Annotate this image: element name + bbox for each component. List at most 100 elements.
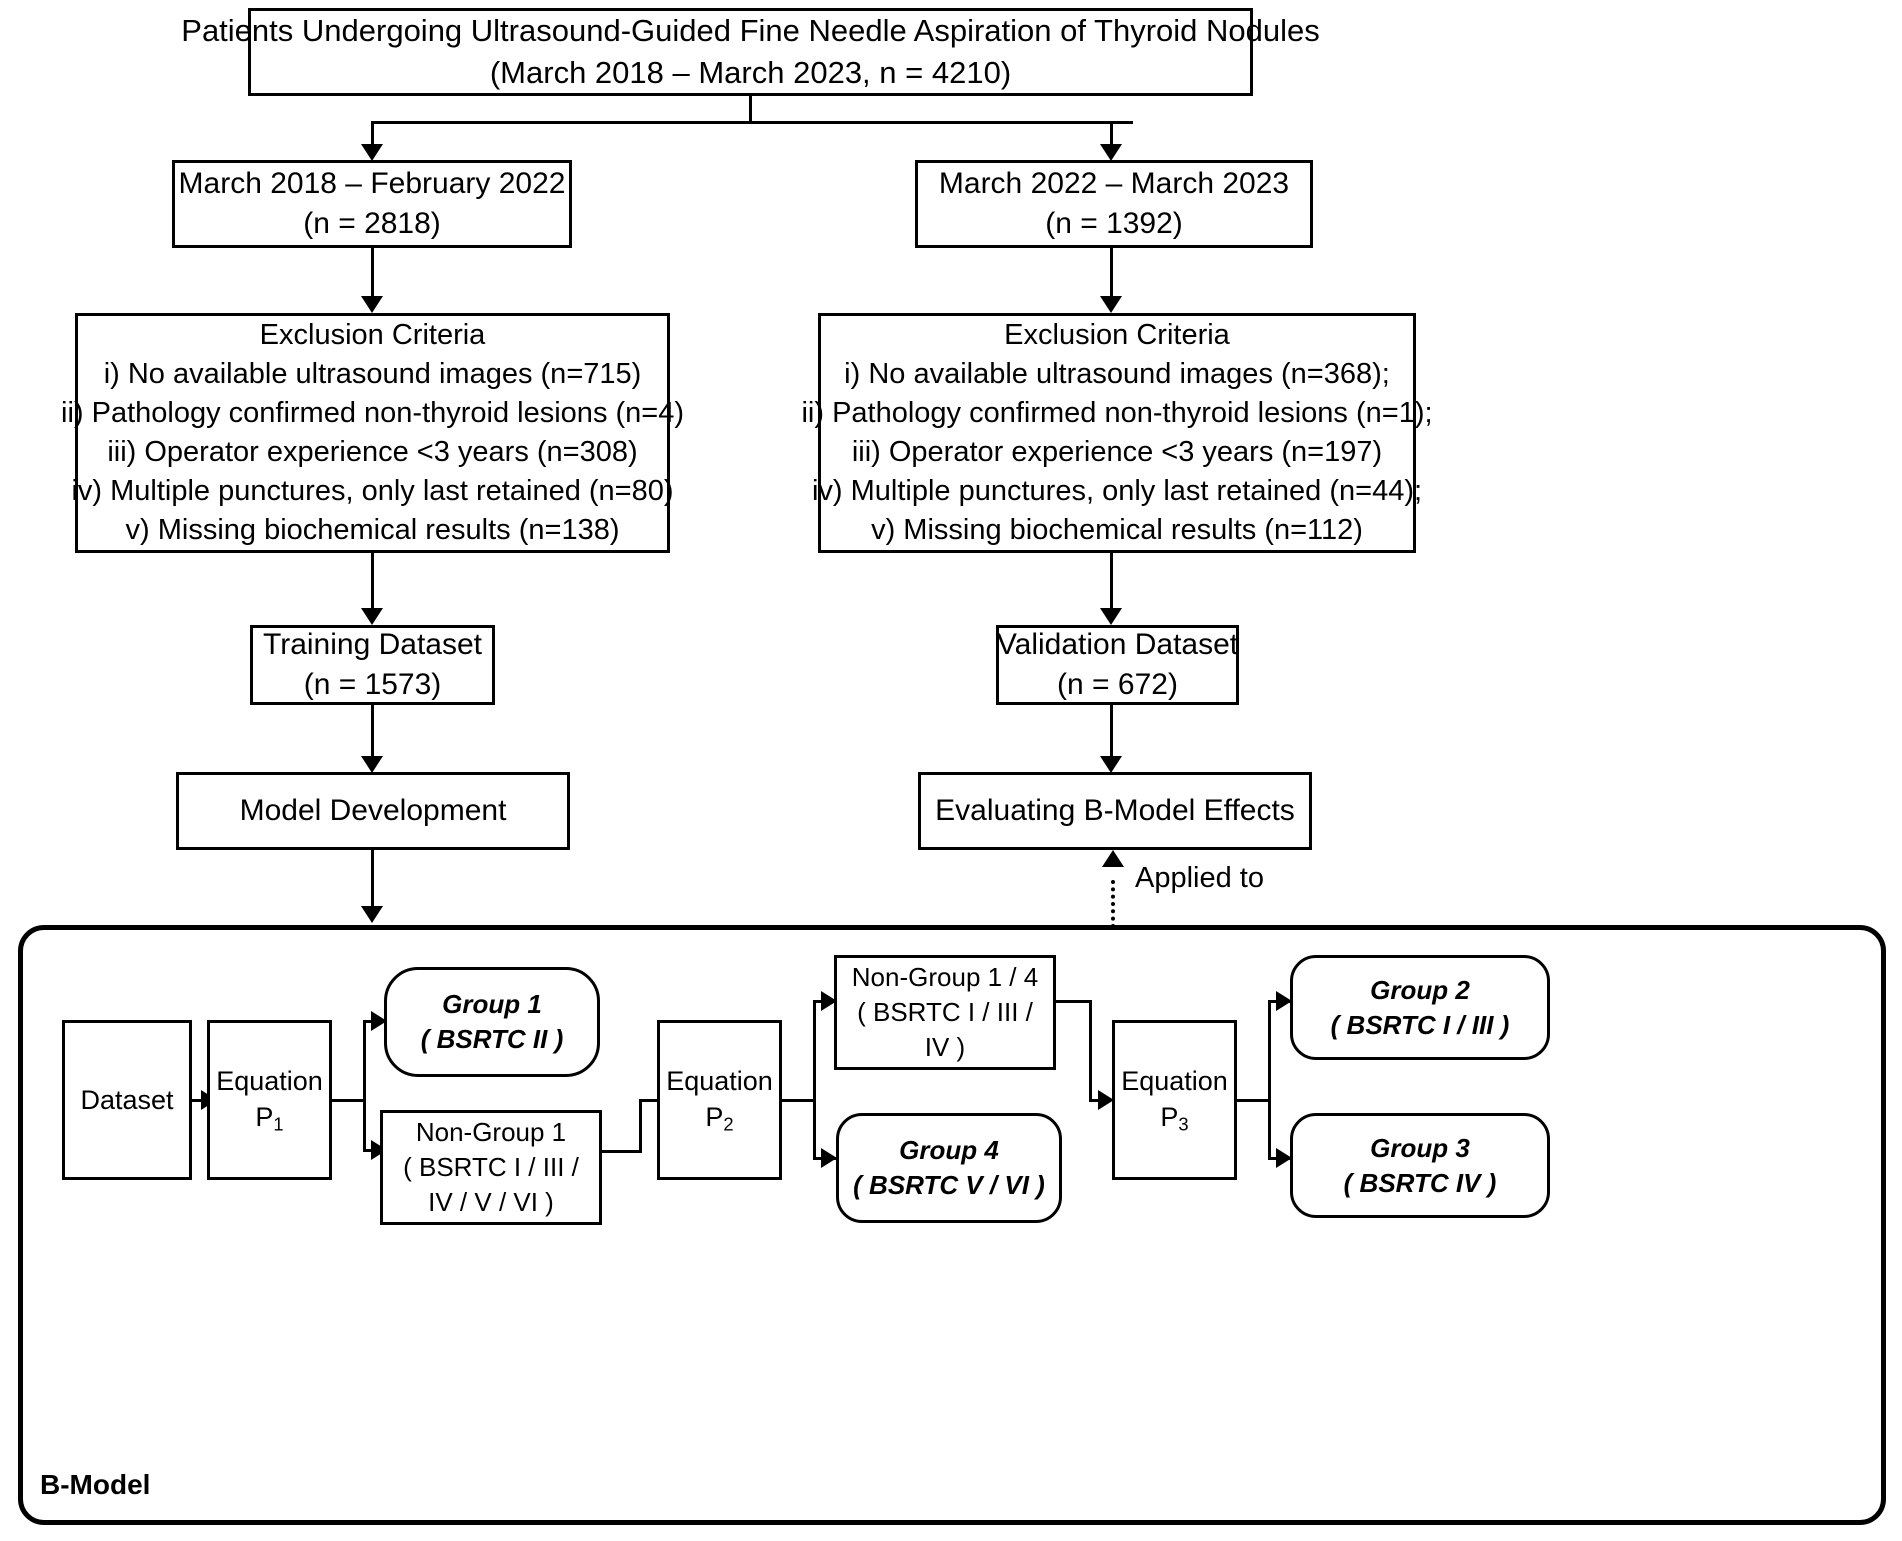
source-cohort-box: Patients Undergoing Ultrasound-Guided Fi… [181, 8, 1320, 96]
training-dataset-title: Training Dataset [263, 627, 482, 661]
equation-p3-box: Equation P3 [1112, 1020, 1237, 1180]
arrow-p3-to-group3 [1276, 1148, 1292, 1168]
arrow-p2-to-nongroup14 [821, 991, 837, 1011]
group-2-box: Group 2 ( BSRTC I / III ) [1290, 955, 1550, 1060]
connector-nongroup14-down [1089, 1000, 1092, 1100]
arrow-nongroup14-to-p3 [1098, 1090, 1114, 1110]
connector-cohort-split [371, 121, 1133, 124]
exclusion-validation-item-v: v) Missing biochemical results (n=112) [871, 513, 1363, 546]
model-development-box: Model Development [176, 772, 570, 850]
equation-p1-box: Equation P1 [207, 1020, 332, 1180]
group-3-title: Group 3 [1370, 1132, 1470, 1163]
connector-right-period-to-exclusion [1110, 248, 1113, 301]
group-4-title: Group 4 [899, 1135, 999, 1166]
connector-p2-split-vertical [813, 1000, 816, 1160]
non-group-1-line-2: ( BSRTC I / III / [403, 1152, 579, 1183]
exclusion-criteria-training-box: Exclusion Criteria i) No available ultra… [61, 313, 684, 553]
validation-period-line-1: March 2022 – March 2023 [938, 166, 1290, 200]
equation-p3-index: P3 [1160, 1102, 1189, 1135]
exclusion-training-item-iii: iii) Operator experience <3 years (n=308… [107, 436, 638, 468]
equation-p2-index: P2 [705, 1102, 734, 1135]
connector-p1-split-vertical [363, 1020, 366, 1152]
exclusion-training-heading: Exclusion Criteria [259, 319, 486, 352]
exclusion-validation-item-iv: iv) Multiple punctures, only last retain… [811, 474, 1423, 507]
arrow-right-period-to-exclusion [1100, 296, 1122, 313]
group-1-title: Group 1 [442, 989, 542, 1020]
non-group-1-4-box: Non-Group 1 / 4 ( BSRTC I / III / IV ) [834, 955, 1056, 1070]
arrow-training-dataset-to-model-development [361, 756, 383, 773]
group-4-box: Group 4 ( BSRTC V / VI ) [836, 1113, 1062, 1223]
exclusion-training-item-ii: ii) Pathology confirmed non-thyroid lesi… [61, 397, 685, 430]
connector-nongroup1-up [639, 1099, 642, 1153]
exclusion-training-item-iv: iv) Multiple punctures, only last retain… [71, 474, 674, 507]
arrow-left-exclusion-to-dataset [361, 608, 383, 625]
group-1-subtitle: ( BSRTC II ) [420, 1024, 564, 1054]
non-group-1-title: Non-Group 1 [415, 1117, 567, 1148]
equation-p3-label: Equation [1121, 1065, 1228, 1096]
non-group-1-4-line-2: ( BSRTC I / III / [857, 997, 1033, 1028]
arrow-cohort-to-left-period [361, 144, 383, 161]
connector-right-exclusion-to-dataset [1110, 553, 1113, 615]
arrow-model-development-to-bmodel [361, 906, 383, 923]
training-dataset-box: Training Dataset (n = 1573) [250, 625, 495, 705]
evaluating-b-model-effects-label: Evaluating B-Model Effects [935, 793, 1295, 827]
model-development-label: Model Development [239, 793, 507, 827]
arrow-applied-to-evaluating [1102, 850, 1124, 867]
connector-nongroup1-out [602, 1150, 642, 1153]
exclusion-validation-item-iii: iii) Operator experience <3 years (n=197… [851, 436, 1383, 468]
non-group-1-4-line-3: IV ) [924, 1031, 966, 1062]
validation-period-line-2: (n = 1392) [1045, 207, 1183, 240]
b-model-panel-label: B-Model [40, 1469, 151, 1500]
connector-left-period-to-exclusion [371, 248, 374, 301]
equation-p1-index: P1 [255, 1102, 284, 1135]
arrow-cohort-to-right-period [1100, 144, 1122, 161]
training-period-line-1: March 2018 – February 2022 [178, 166, 566, 200]
connector-nongroup1-to-p2 [639, 1099, 659, 1102]
arrow-validation-dataset-to-evaluating [1100, 756, 1122, 773]
connector-p1-out [332, 1099, 366, 1102]
validation-dataset-box: Validation Dataset (n = 672) [996, 625, 1239, 705]
arrow-p3-to-group2 [1276, 991, 1292, 1011]
connector-p3-split-vertical [1268, 1000, 1271, 1160]
equation-p2-label: Equation [666, 1065, 773, 1096]
validation-period-box: March 2022 – March 2023 (n = 1392) [915, 160, 1313, 248]
group-3-subtitle: ( BSRTC IV ) [1343, 1167, 1497, 1198]
arrow-p2-to-group4 [821, 1148, 837, 1168]
exclusion-validation-item-ii: ii) Pathology confirmed non-thyroid lesi… [801, 397, 1433, 430]
validation-dataset-count: (n = 672) [1057, 668, 1178, 701]
source-cohort-line-2: (March 2018 – March 2023, n = 4210) [489, 55, 1012, 90]
dataset-node-label: Dataset [80, 1084, 174, 1115]
connector-p3-out [1237, 1099, 1271, 1102]
non-group-1-4-title: Non-Group 1 / 4 [851, 962, 1039, 993]
connector-cohort-right [1110, 121, 1113, 147]
evaluating-b-model-effects-box: Evaluating B-Model Effects [918, 772, 1312, 850]
connector-p2-out [782, 1099, 816, 1102]
equation-p1-label: Equation [216, 1065, 323, 1096]
exclusion-validation-heading: Exclusion Criteria [1004, 319, 1230, 352]
exclusion-training-item-v: v) Missing biochemical results (n=138) [125, 513, 620, 546]
exclusion-training-item-i: i) No available ultrasound images (n=715… [103, 358, 642, 391]
connector-validation-dataset-down [1110, 705, 1113, 763]
training-dataset-count: (n = 1573) [303, 668, 442, 701]
validation-dataset-title: Validation Dataset [996, 627, 1239, 661]
arrow-left-period-to-exclusion [361, 296, 383, 313]
connector-nongroup14-out [1056, 1000, 1092, 1003]
non-group-1-box: Non-Group 1 ( BSRTC I / III / IV / V / V… [380, 1110, 602, 1225]
applied-to-label: Applied to [1135, 862, 1264, 894]
non-group-1-line-3: IV / V / VI ) [428, 1186, 554, 1217]
group-2-title: Group 2 [1370, 974, 1470, 1005]
connector-cohort-stem [749, 96, 752, 123]
group-1-box: Group 1 ( BSRTC II ) [384, 967, 600, 1077]
connector-left-exclusion-to-dataset [371, 553, 374, 615]
exclusion-validation-item-i: i) No available ultrasound images (n=368… [844, 358, 1390, 391]
group-3-box: Group 3 ( BSRTC IV ) [1290, 1113, 1550, 1218]
arrow-right-exclusion-to-dataset [1100, 608, 1122, 625]
connector-applied-to-dotted [1111, 880, 1115, 928]
dataset-node-box: Dataset [62, 1020, 192, 1180]
exclusion-criteria-validation-box: Exclusion Criteria i) No available ultra… [801, 313, 1433, 553]
equation-p2-box: Equation P2 [657, 1020, 782, 1180]
group-2-subtitle: ( BSRTC I / III ) [1330, 1009, 1510, 1040]
connector-model-development-to-bmodel [371, 850, 374, 912]
connector-cohort-left [371, 121, 374, 147]
